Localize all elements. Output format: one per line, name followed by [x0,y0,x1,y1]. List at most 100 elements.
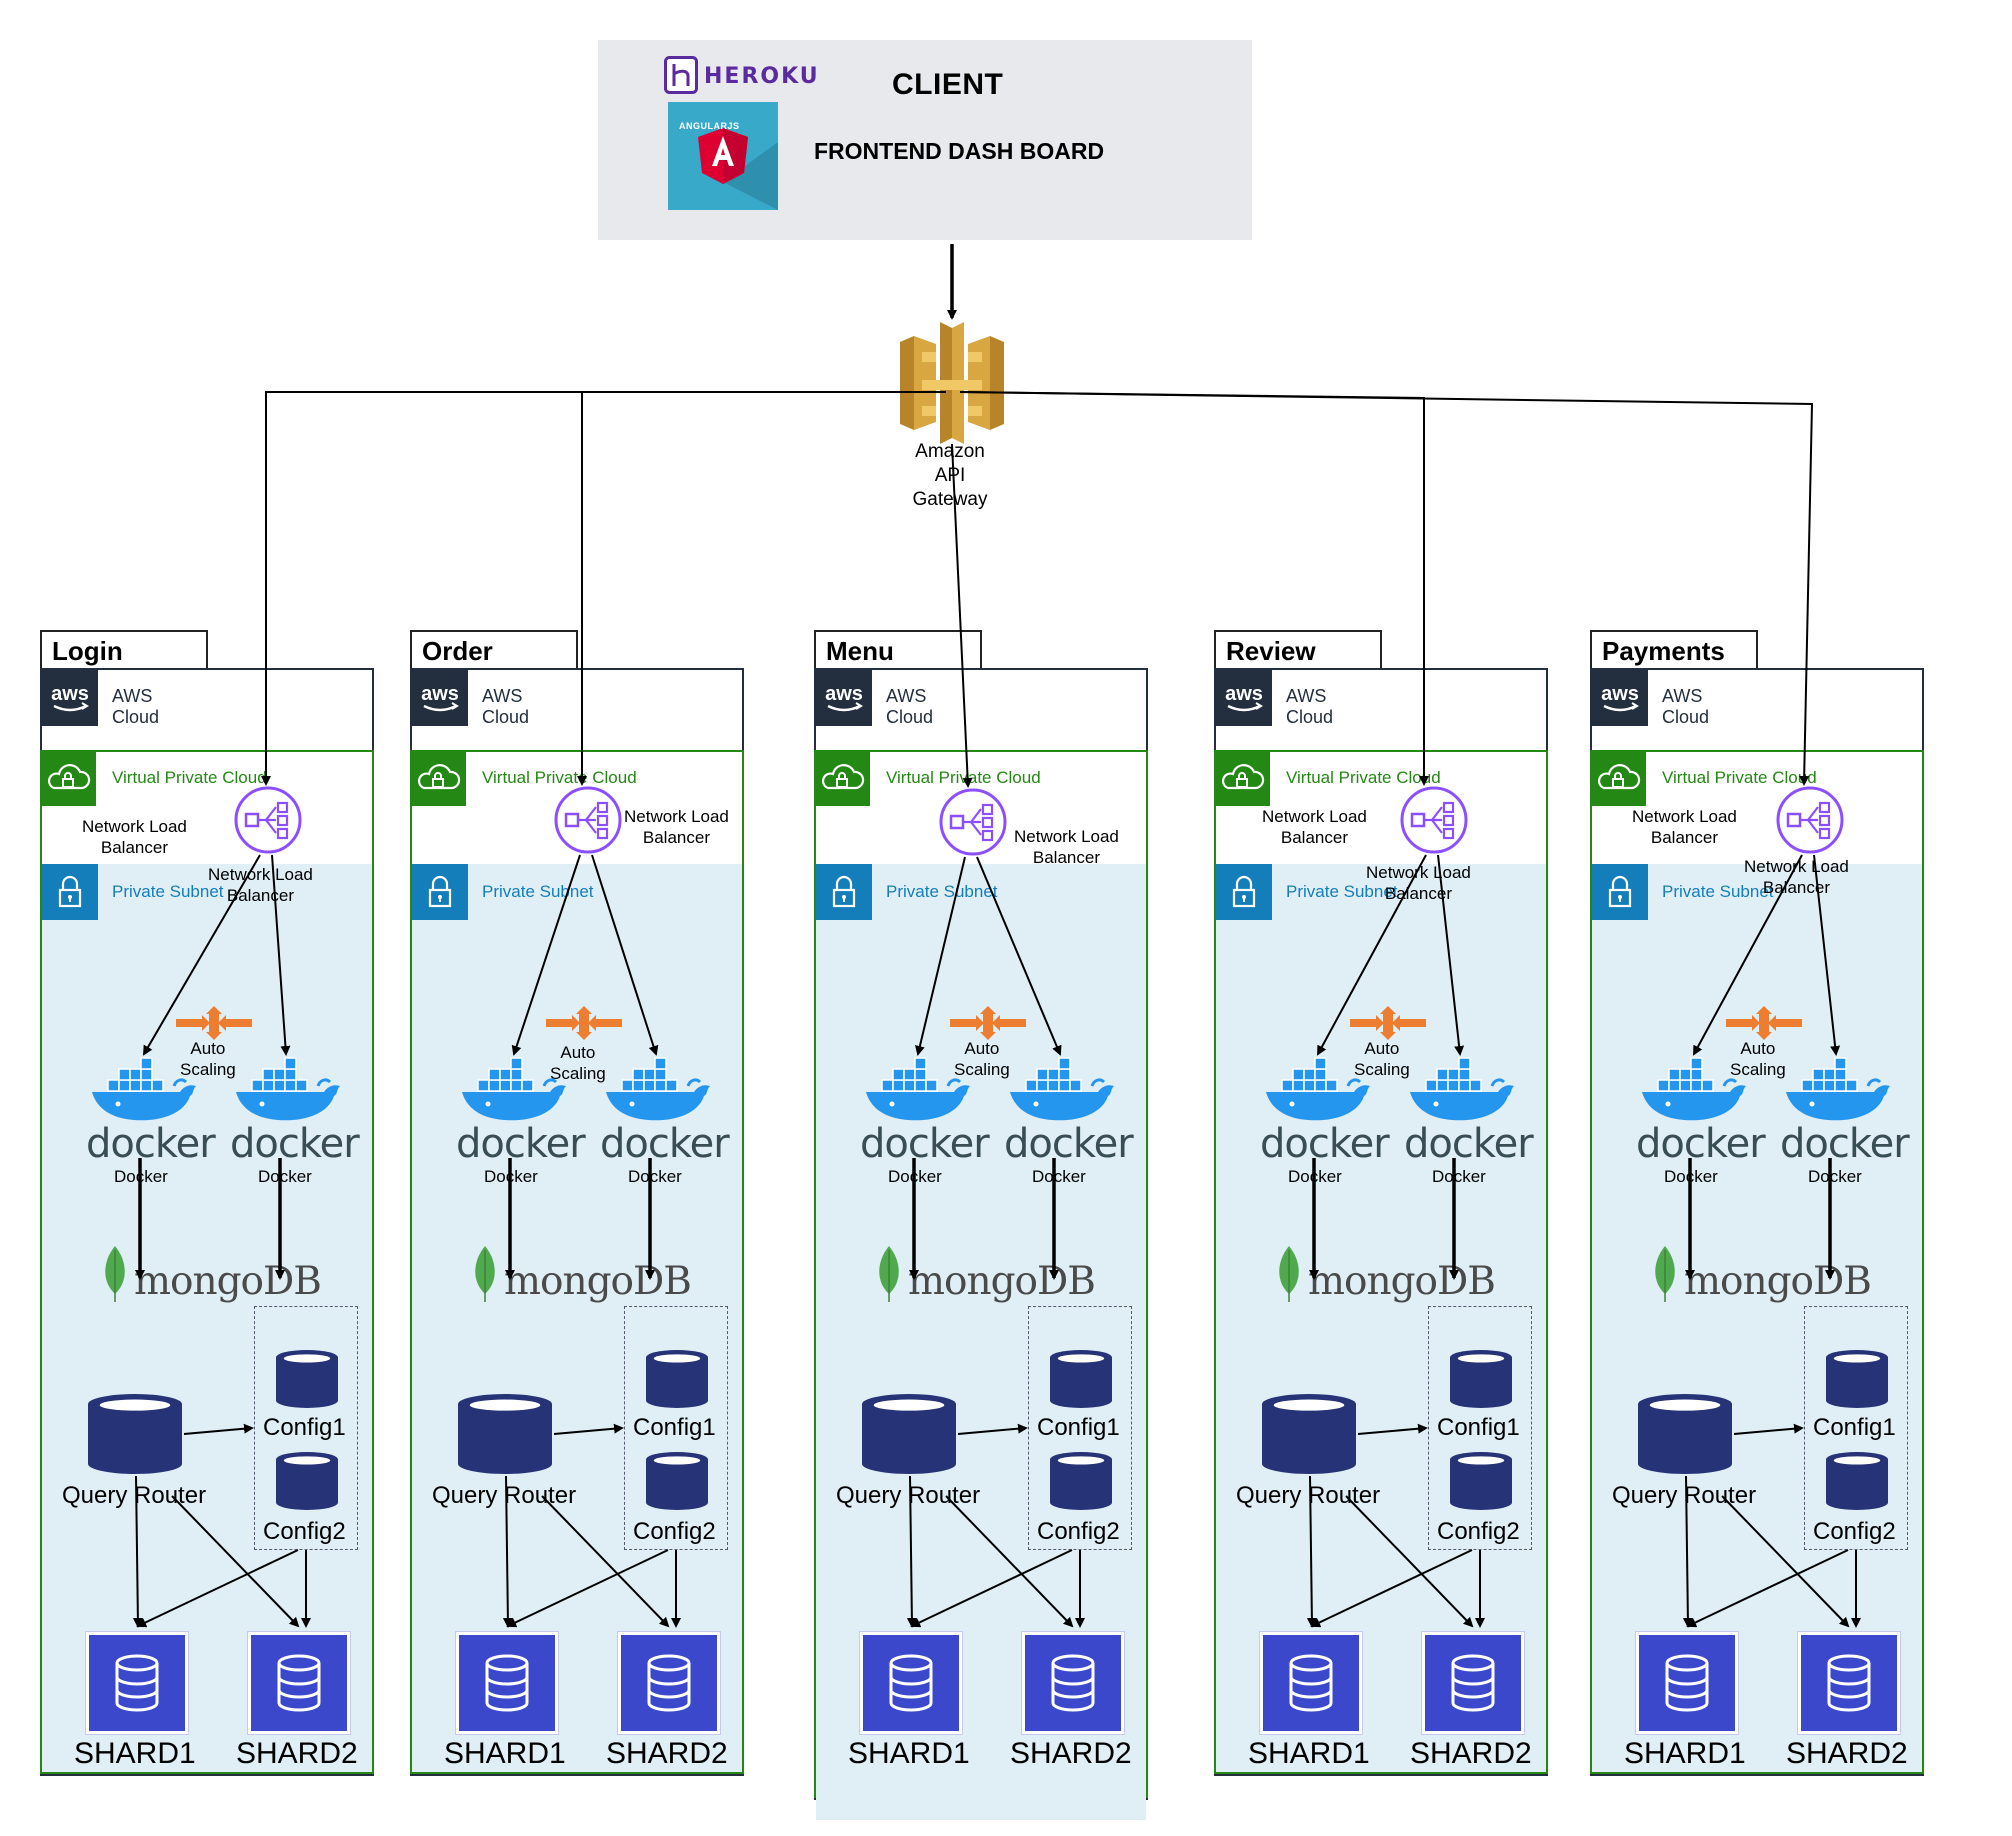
private-subnet-area [1216,864,1546,1772]
shard1-label: SHARD1 [444,1737,566,1770]
network-load-balancer-icon [1399,785,1469,855]
nlb-label-line1: Network Load [208,865,313,884]
nlb-label-line2: Balancer [642,828,710,847]
docker-right-caption: Docker [1808,1167,1862,1186]
shard1-db-icon [456,1632,558,1734]
config2-db-icon [1448,1450,1514,1512]
svg-text:aws: aws [421,683,459,705]
shard2-label: SHARD2 [1410,1737,1532,1770]
private-subnet-area [1592,864,1922,1772]
config2-db-icon [1824,1450,1890,1512]
shard1-db-icon [1260,1632,1362,1734]
mongodb-wordmark: mongoDB [504,1259,692,1304]
aws-logo-icon: aws [1216,670,1272,726]
config-servers-group [1428,1306,1532,1550]
nlb-label-line1: Network Load [1014,827,1119,846]
mongodb-leaf-icon [1276,1246,1302,1302]
config-servers-group [1804,1306,1908,1550]
shard2-db-icon [248,1632,350,1734]
config-servers-group [624,1306,728,1550]
private-subnet-lock-icon [412,864,468,920]
config2-label: Config2 [1813,1518,1896,1545]
query-router-db-icon [860,1392,958,1476]
config2-db-icon [644,1450,710,1512]
query-router-label: Query Router [1236,1482,1381,1509]
docker-left-whale-icon [1262,1052,1378,1122]
docker-left-wordmark: docker [456,1121,586,1167]
vpc-cloud-lock-icon [814,750,870,806]
query-router-db-icon [456,1392,554,1476]
auto-scaling-icon [546,1006,622,1040]
config1-label: Config1 [263,1414,346,1441]
private-subnet-label: Private Subnet [1662,882,1774,901]
aws-cloud-label: AWS Cloud [1286,686,1334,727]
api-gateway-label: Amazon API Gateway [880,440,1020,512]
vpc-label: Virtual Private Cloud [1286,768,1441,787]
api-gateway-label-line1: Amazon [915,441,985,462]
docker-right-whale-icon [602,1052,718,1122]
api-gateway-label-line2: API [934,465,966,486]
nlb-label-line2: Balancer [1032,848,1100,867]
aws-logo-icon: aws [412,670,468,726]
config1-db-icon [644,1348,710,1410]
docker-right-whale-icon [1782,1052,1898,1122]
private-subnet-lock-icon [1216,864,1272,920]
network-load-balancer-icon [553,785,623,855]
docker-right-wordmark: docker [1780,1121,1910,1167]
config1-db-icon [1048,1348,1114,1410]
docker-right-wordmark: docker [600,1121,730,1167]
heroku-label: HEROKU [704,64,820,89]
docker-left-whale-icon [458,1052,574,1122]
auto-scaling-icon [950,1006,1026,1040]
config1-label: Config1 [1813,1414,1896,1441]
auto-scaling-line1: Auto [190,1039,226,1058]
shard1-db-icon [1636,1632,1738,1734]
shard2-label: SHARD2 [1786,1737,1908,1770]
config1-db-icon [274,1348,340,1410]
nlb-label-line1: Network Load [1366,863,1471,882]
vpc-cloud-lock-icon [1214,750,1270,806]
angularjs-label: ANGULARJS [679,121,740,131]
private-subnet-area [42,864,372,1772]
private-subnet-area [412,864,742,1772]
api-gateway-icon [900,322,1004,444]
vpc-group [40,750,374,1774]
shard1-label: SHARD1 [74,1737,196,1770]
service-name: Menu [826,636,894,666]
query-router-label: Query Router [432,1482,577,1509]
vpc-group [410,750,744,1774]
private-subnet-label: Private Subnet [1286,882,1398,901]
auto-scaling-line1: Auto [1364,1039,1400,1058]
service-name: Order [422,636,493,666]
aws-cloud-label: AWS Cloud [1662,686,1710,727]
docker-left-wordmark: docker [86,1121,216,1167]
config2-db-icon [1048,1450,1114,1512]
query-router-db-icon [86,1392,184,1476]
private-subnet-lock-icon [816,864,872,920]
shard2-label: SHARD2 [1010,1737,1132,1770]
nlb-label-line1: Network Load [624,807,729,826]
query-router-label: Query Router [836,1482,981,1509]
config1-db-icon [1448,1348,1514,1410]
network-load-balancer-icon [1775,785,1845,855]
docker-right-wordmark: docker [1404,1121,1534,1167]
docker-left-wordmark: docker [1636,1121,1766,1167]
svg-text:aws: aws [825,683,863,705]
service-tab: Review [1214,630,1382,668]
auto-scaling-line2: Scaling [180,1060,236,1079]
auto-scaling-icon [1726,1006,1802,1040]
config-servers-group [254,1306,358,1550]
auto-scaling-line2: Scaling [1730,1060,1786,1079]
query-router-label: Query Router [1612,1482,1757,1509]
docker-left-wordmark: docker [860,1121,990,1167]
config2-label: Config2 [1437,1518,1520,1545]
mongodb-wordmark: mongoDB [908,1259,1096,1304]
